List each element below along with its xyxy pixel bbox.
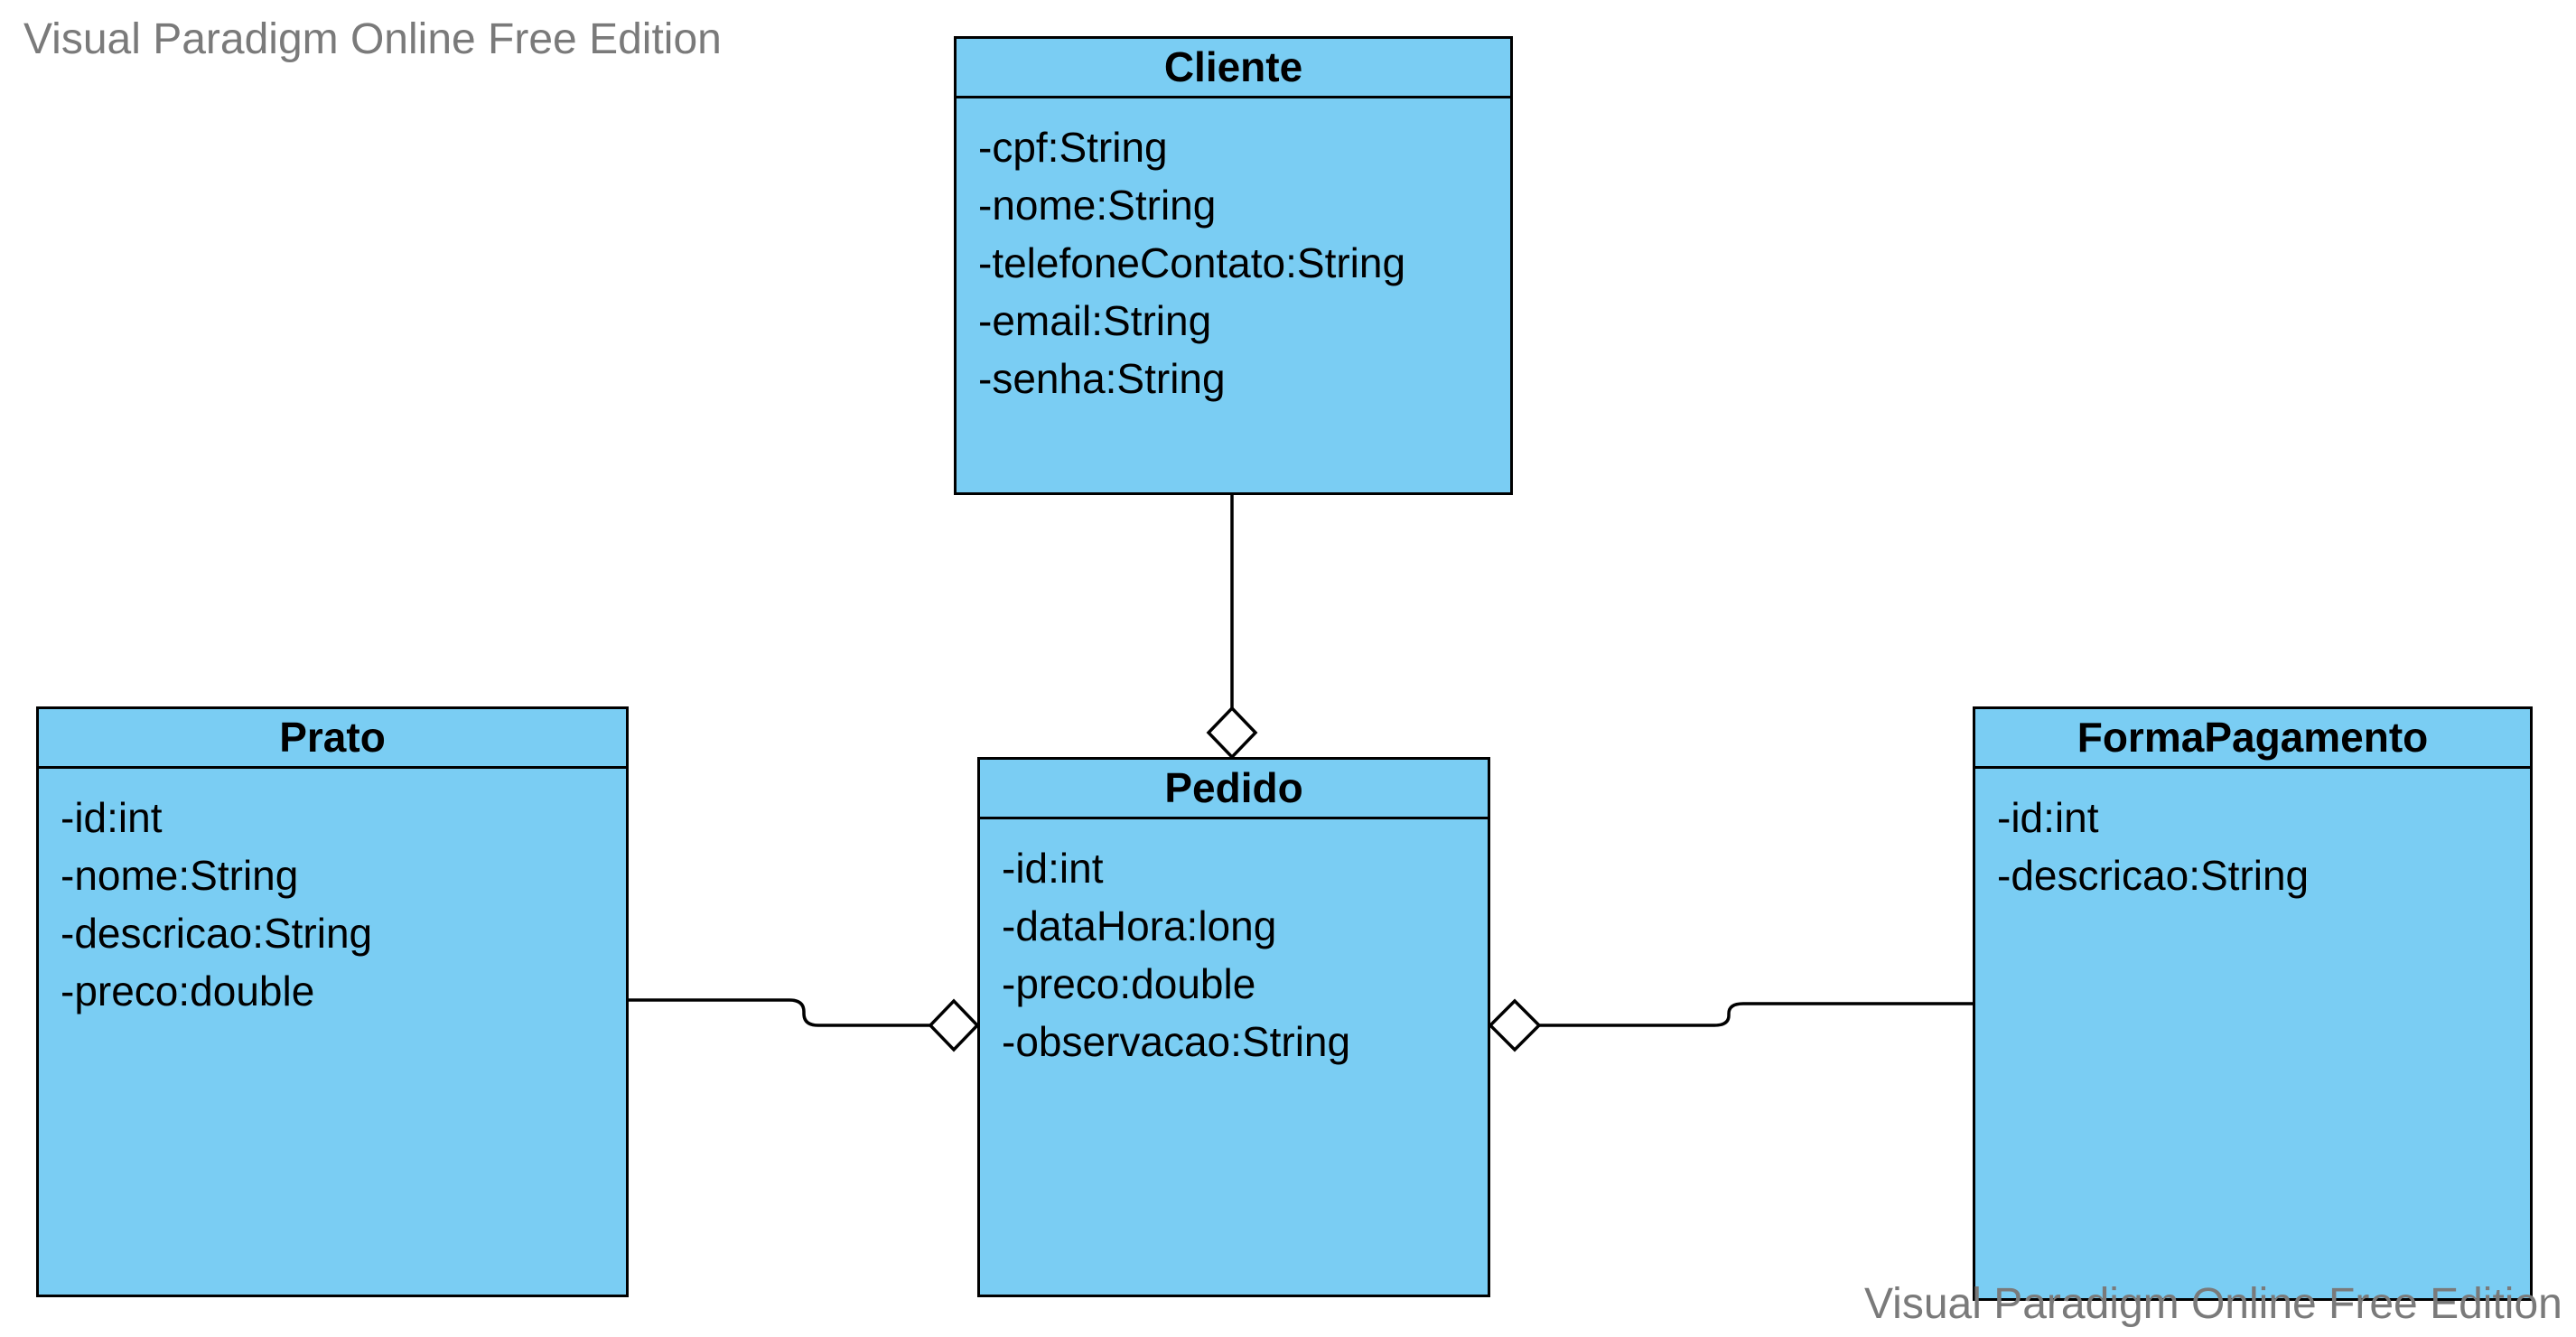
attribute-list: -id:int -dataHora:long -preco:double -ob… [980, 819, 1488, 1071]
watermark-bottom: Visual Paradigm Online Free Edition [1864, 1280, 2562, 1328]
aggregation-diamond-icon [1488, 998, 1542, 1052]
class-name: Pedido [980, 760, 1488, 819]
class-name: Prato [39, 709, 626, 769]
attribute-list: -cpf:String -nome:String -telefoneContat… [957, 98, 1510, 407]
attribute: -nome:String [978, 182, 1217, 229]
association-line-prato-pedido[interactable] [629, 998, 930, 1027]
class-pedido[interactable]: Pedido -id:int -dataHora:long -preco:dou… [977, 757, 1490, 1297]
class-prato[interactable]: Prato -id:int -nome:String -descricao:St… [36, 706, 629, 1297]
attribute: -senha:String [978, 355, 1226, 402]
attribute: -id:int [1002, 845, 1104, 892]
attribute: -telefoneContato:String [978, 239, 1406, 286]
aggregation-diamond-icon [928, 998, 980, 1052]
class-cliente[interactable]: Cliente -cpf:String -nome:String -telefo… [954, 36, 1513, 495]
attribute-list: -id:int -descricao:String [1975, 769, 2530, 904]
aggregation-diamond-icon [1206, 706, 1258, 760]
association-line-forma-pedido[interactable] [1539, 1002, 1973, 1027]
attribute: -descricao:String [1997, 852, 2310, 899]
attribute: -descricao:String [61, 910, 373, 957]
attribute: -cpf:String [978, 124, 1168, 171]
attribute: -id:int [61, 794, 163, 841]
class-name: Cliente [957, 39, 1510, 98]
attribute-list: -id:int -nome:String -descricao:String -… [39, 769, 626, 1020]
attribute: -observacao:String [1002, 1018, 1351, 1065]
attribute: -nome:String [61, 852, 299, 899]
attribute: -email:String [978, 297, 1212, 344]
attribute: -dataHora:long [1002, 902, 1277, 949]
class-forma-pagamento[interactable]: FormaPagamento -id:int -descricao:String [1973, 706, 2533, 1301]
attribute: -id:int [1997, 794, 2099, 841]
attribute: -preco:double [61, 968, 315, 1014]
attribute: -preco:double [1002, 960, 1256, 1007]
class-name: FormaPagamento [1975, 709, 2530, 769]
watermark-top: Visual Paradigm Online Free Edition [23, 15, 722, 63]
